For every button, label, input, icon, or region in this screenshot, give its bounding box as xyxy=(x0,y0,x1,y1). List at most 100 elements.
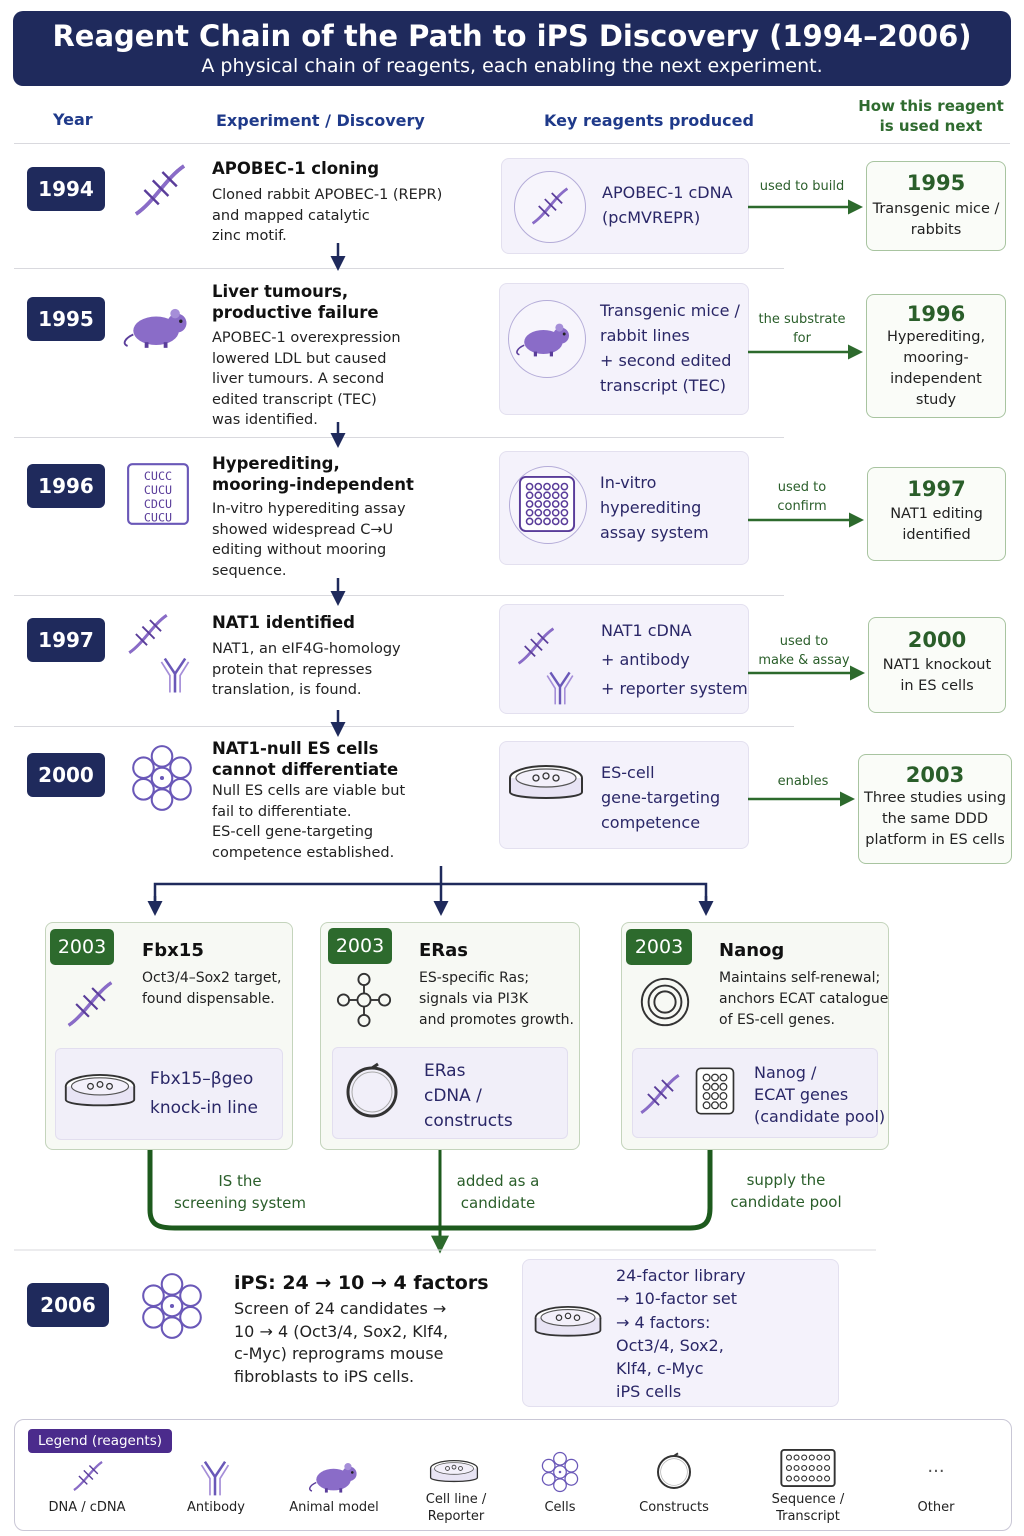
column-header-experiment: Experiment / Discovery xyxy=(216,111,425,130)
connector-label: used to build xyxy=(759,179,845,194)
next-use-year: 1997 xyxy=(907,477,966,501)
experiment-description: Null ES cells are viable but fail to dif… xyxy=(212,783,406,861)
study-description: Oct3/4–Sox2 target, found dispensable. xyxy=(142,970,282,1007)
reagent-card xyxy=(332,1047,568,1139)
experiment-title: Liver tumours, productive failure xyxy=(212,282,379,322)
experiment-description: In-vitro hyperediting assay showed wides… xyxy=(212,501,406,579)
next-use-year: 2000 xyxy=(907,628,967,652)
reagent-label: ERas cDNA / constructs xyxy=(424,1061,513,1131)
column-header-next: How this reagent is used next xyxy=(858,97,1004,135)
antibody-icon xyxy=(198,1455,232,1497)
cells-icon xyxy=(538,1450,582,1494)
year-badge: 1996 xyxy=(27,464,105,508)
experiment-description: APOBEC-1 overexpression lowered LDL but … xyxy=(212,330,401,428)
next-use-year: 1996 xyxy=(906,302,966,326)
petri-dish-icon xyxy=(428,1456,480,1490)
experiment-title: iPS: 24 → 10 → 4 factors xyxy=(234,1272,489,1294)
reagent-label: Nanog / ECAT genes (candidate pool) xyxy=(754,1063,886,1126)
more-icon: ··· xyxy=(927,1461,945,1482)
experiment-description: Screen of 24 candidates → 10 → 4 (Oct3/4… xyxy=(234,1299,449,1386)
study-title: ERas xyxy=(419,940,469,961)
year-badge: 2000 xyxy=(27,753,105,797)
legend-item-constructs: Constructs xyxy=(639,1500,709,1515)
study-title: Nanog xyxy=(719,940,785,961)
study-title: Fbx15 xyxy=(142,940,204,961)
reagent-label: NAT1 cDNA + antibody + reporter system xyxy=(601,621,748,698)
legend-item-cells: Cells xyxy=(544,1500,576,1515)
cells-icon xyxy=(136,1270,208,1342)
connector-label: used to confirm xyxy=(777,480,827,514)
legend-item-animal-model: Animal model xyxy=(289,1500,379,1515)
arrow-label: supply the candidate pool xyxy=(730,1171,842,1211)
next-use-card: 1995 Transgenic mice / rabbits xyxy=(866,161,1006,251)
page-subtitle: A physical chain of reagents, each enabl… xyxy=(201,55,823,77)
connector-label: used to make & assay xyxy=(758,634,850,668)
next-use-text: Three studies using the same DDD platfor… xyxy=(863,790,1007,848)
experiment-title: NAT1 identified xyxy=(212,613,355,632)
next-use-year: 1995 xyxy=(906,171,966,195)
experiment-title: APOBEC-1 cloning xyxy=(212,159,380,178)
next-use-text: Hyperediting, mooring- independent study xyxy=(886,329,986,408)
column-header-reagents: Key reagents produced xyxy=(544,111,754,130)
construct-ring-icon xyxy=(342,1062,402,1122)
signaling-network-icon xyxy=(336,972,392,1028)
convergence-connector xyxy=(147,1148,713,1231)
branch-connector xyxy=(153,882,708,910)
reagent-label: Transgenic mice / rabbit lines + second … xyxy=(600,301,740,395)
reagent-label: In-vitro hyperediting assay system xyxy=(600,473,709,542)
next-use-card: 2000 NAT1 knockout in ES cells xyxy=(868,617,1006,713)
year-badge: 1995 xyxy=(27,297,105,341)
year-badge: 1994 xyxy=(27,167,105,211)
legend-item-cell-line: Cell line / Reporter xyxy=(425,1492,487,1524)
divider xyxy=(14,595,784,596)
next-use-text: Transgenic mice / rabbits xyxy=(872,201,1000,238)
reagent-card xyxy=(632,1048,878,1138)
legend-item-sequence: Sequence / Transcript xyxy=(771,1492,845,1524)
reagent-label: Fbx15–βgeo knock-in line xyxy=(150,1069,258,1118)
petri-dish-icon xyxy=(532,1300,604,1348)
legend-item-other: Other xyxy=(917,1500,955,1515)
year-badge: 2006 xyxy=(27,1283,109,1327)
reagent-card xyxy=(499,604,749,714)
next-use-year: 2003 xyxy=(905,763,965,787)
next-use-text: NAT1 editing identified xyxy=(890,506,983,543)
reagent-label: ES-cell gene-targeting competence xyxy=(601,763,721,832)
reagent-label: 24-factor library → 10-factor set → 4 fa… xyxy=(616,1266,746,1402)
divider xyxy=(14,726,794,727)
reagent-icon-frame xyxy=(508,300,586,378)
arrow-label: added as a candidate xyxy=(456,1172,540,1212)
petri-dish-icon xyxy=(62,1068,138,1118)
study-description: ES-specific Ras; signals via PI3K and pr… xyxy=(419,970,574,1028)
year-badge: 2003 xyxy=(626,929,692,965)
dna-icon xyxy=(58,972,122,1036)
nested-circle-icon xyxy=(636,973,694,1031)
next-use-card: 1997 NAT1 editing identified xyxy=(867,467,1006,561)
divider xyxy=(14,268,784,269)
divider xyxy=(14,437,784,438)
arrow-label: IS the screening system xyxy=(173,1172,307,1212)
title-banner: Reagent Chain of the Path to iPS Discove… xyxy=(13,11,1011,86)
column-header-year: Year xyxy=(53,110,93,129)
page-title: Reagent Chain of the Path to iPS Discove… xyxy=(52,19,972,53)
dna-icon xyxy=(632,1066,688,1122)
legend-item-antibody: Antibody xyxy=(187,1500,245,1515)
dna-icon xyxy=(67,1455,109,1497)
experiment-title: NAT1-null ES cells cannot differentiate xyxy=(212,739,399,779)
next-use-card: 1996 Hyperediting, mooring- independent … xyxy=(866,294,1006,418)
legend-item-dna: DNA / cDNA xyxy=(48,1500,126,1515)
construct-ring-icon xyxy=(654,1452,694,1492)
connector-label: the substrate for xyxy=(758,312,846,346)
year-badge: 1997 xyxy=(27,618,105,662)
study-description: Maintains self-renewal; anchors ECAT cat… xyxy=(719,970,889,1028)
year-badge: 2003 xyxy=(50,929,114,965)
legend-title: Legend (reagents) xyxy=(28,1429,173,1453)
next-use-card: 2003 Three studies using the same DDD pl… xyxy=(858,754,1012,864)
reagent-label: APOBEC-1 cDNA (pcMVREPR) xyxy=(602,183,733,227)
year-badge: 2003 xyxy=(328,928,392,964)
next-use-text: NAT1 knockout in ES cells xyxy=(882,657,992,694)
experiment-description: Cloned rabbit APOBEC-1 (REPR) and mapped… xyxy=(212,187,443,244)
connector-label: enables xyxy=(777,774,829,789)
experiment-description: NAT1, an eIF4G-homology protein that rep… xyxy=(212,641,401,698)
sequence-icon xyxy=(780,1448,836,1488)
